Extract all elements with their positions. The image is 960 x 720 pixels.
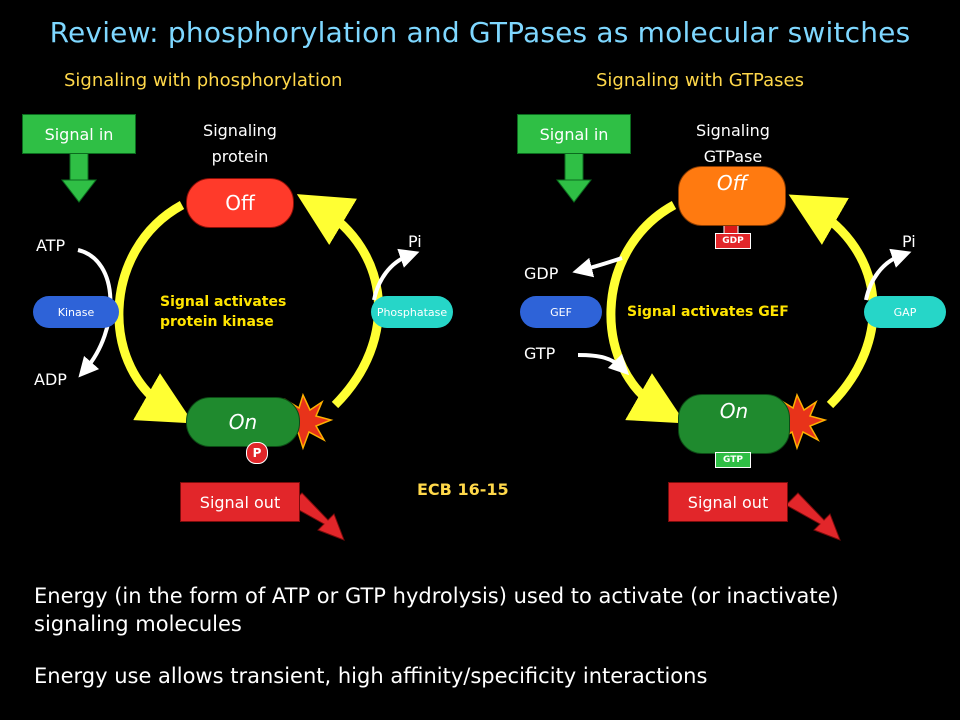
right-signal-in-arrow bbox=[555, 149, 593, 203]
right-activates-text: Signal activates GEF bbox=[627, 304, 789, 320]
right-pi-arrow bbox=[864, 248, 912, 301]
right-activation-arrow bbox=[606, 201, 686, 424]
figure-reference: ECB 16-15 bbox=[417, 480, 509, 499]
left-signal-in-box: Signal in bbox=[22, 114, 136, 154]
kinase-enzyme: Kinase bbox=[33, 296, 119, 328]
left-activates-line2: protein kinase bbox=[160, 314, 274, 330]
right-gtp-arrow bbox=[577, 353, 630, 376]
left-signal-out-arrow bbox=[289, 492, 345, 541]
right-off-gtpase: Off bbox=[678, 166, 786, 226]
right-protein-caption-line1: Signaling bbox=[696, 121, 770, 140]
left-adp-label: ADP bbox=[34, 370, 67, 389]
left-activates-text: Signal activates protein kinase bbox=[160, 292, 286, 332]
right-protein-caption-line2: GTPase bbox=[703, 147, 763, 166]
slide-title: Review: phosphorylation and GTPases as m… bbox=[49, 16, 911, 49]
right-pi-label: Pi bbox=[902, 232, 916, 251]
left-activation-arrow bbox=[114, 201, 194, 424]
left-atp-label: ATP bbox=[36, 236, 66, 255]
right-signal-out-box: Signal out bbox=[668, 482, 788, 522]
left-protein-caption-line2: protein bbox=[211, 147, 269, 166]
left-protein-caption: Signaling protein bbox=[180, 118, 300, 170]
right-signal-out-arrow bbox=[785, 492, 841, 541]
left-heading: Signaling with phosphorylation bbox=[64, 70, 343, 91]
right-signal-in-box: Signal in bbox=[517, 114, 631, 154]
gef-enzyme: GEF bbox=[520, 296, 602, 328]
right-gdp-arrow bbox=[572, 256, 623, 278]
right-on-gtpase: On bbox=[678, 394, 790, 454]
right-protein-caption: Signaling GTPase bbox=[668, 118, 798, 170]
gap-enzyme: GAP bbox=[864, 296, 946, 328]
right-gdp-label: GDP bbox=[524, 264, 559, 283]
left-on-protein: On bbox=[186, 397, 300, 447]
left-signal-out-box: Signal out bbox=[180, 482, 300, 522]
phosphate-tag: P bbox=[246, 442, 268, 464]
right-gtp-label: GTP bbox=[524, 344, 556, 363]
left-pi-label: Pi bbox=[408, 232, 422, 251]
bullet-energy-activation: Energy (in the form of ATP or GTP hydrol… bbox=[34, 584, 839, 636]
bullet-energy-use: Energy use allows transient, high affini… bbox=[34, 664, 708, 688]
left-signal-in-arrow bbox=[60, 149, 98, 203]
gdp-tag: GDP bbox=[715, 233, 751, 249]
gtp-tag: GTP bbox=[715, 452, 751, 468]
left-inactivation-arrow bbox=[296, 194, 383, 409]
phosphatase-enzyme: Phosphatase bbox=[371, 296, 453, 328]
left-protein-caption-line1: Signaling bbox=[203, 121, 277, 140]
right-heading: Signaling with GTPases bbox=[596, 70, 804, 91]
left-pi-arrow bbox=[372, 248, 420, 301]
left-off-protein: Off bbox=[186, 178, 294, 228]
left-activates-line1: Signal activates bbox=[160, 294, 287, 310]
